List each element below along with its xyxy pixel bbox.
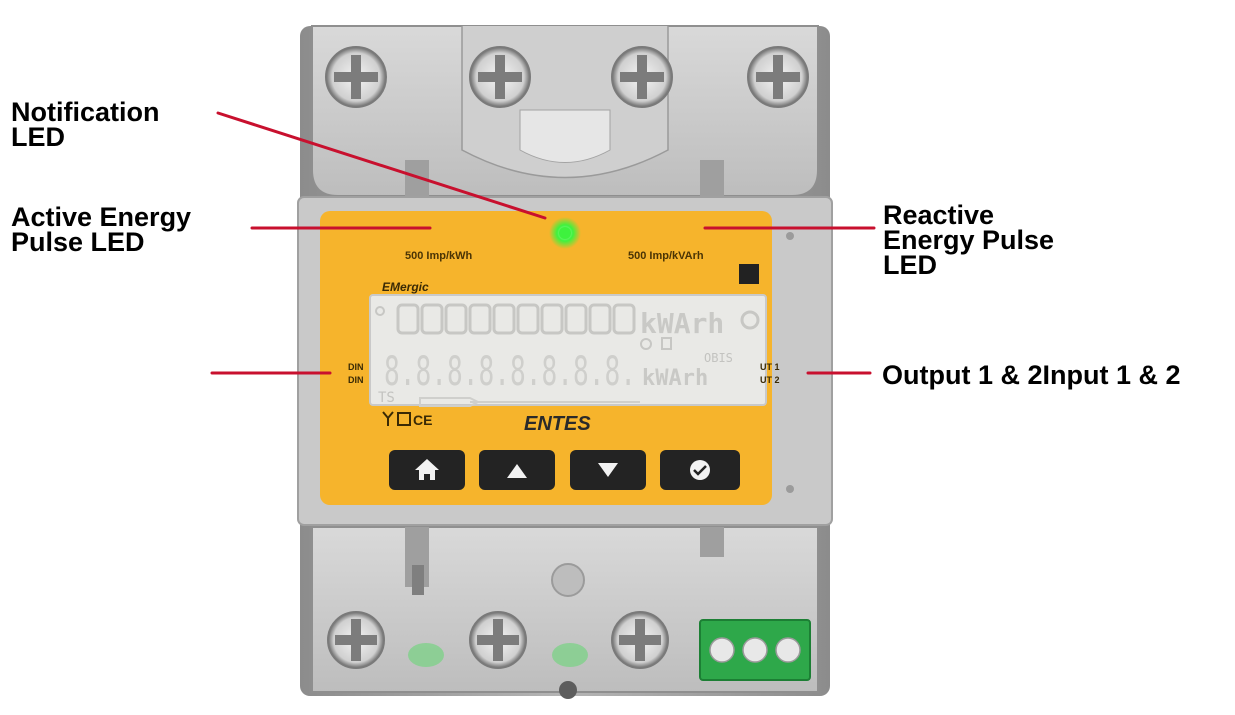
down-button[interactable]: [570, 450, 646, 490]
double-insulation-icon: [397, 412, 411, 426]
arrow-up-icon: [507, 464, 527, 478]
bottom-screw-1: [327, 611, 385, 669]
home-button[interactable]: [389, 450, 465, 490]
output-label-2: UT 2: [760, 375, 780, 385]
reactive-energy-label-line2: Energy Pulse: [883, 225, 1055, 255]
notification-callout-line: [216, 111, 547, 220]
ce-mark: CE: [413, 412, 432, 428]
reactive-energy-label-line1: Reactive: [883, 200, 995, 230]
top-screw-3: [611, 46, 673, 108]
reactive-energy-label-line3: LED: [883, 250, 937, 280]
check-icon: [690, 460, 710, 480]
notification-led: [559, 227, 571, 239]
output-input-label: Output 1 & 2Input 1 & 2: [882, 360, 1181, 390]
bottom-screw-3: [611, 611, 669, 669]
arrow-down-icon: [598, 463, 618, 477]
antenna-icon: [382, 411, 394, 426]
notification-led-label-line1: Notification: [11, 97, 160, 127]
green-wire-slot-1: [408, 643, 588, 667]
lcd-ts: TS: [378, 390, 395, 406]
notification-led-label: Notification LED: [11, 97, 160, 152]
reactive-energy-led: [739, 264, 759, 284]
reactive-energy-rate: 500 Imp/kVArh: [628, 250, 704, 262]
io-terminal-block: [699, 619, 811, 681]
brand-top-label: EMergic: [382, 280, 429, 294]
confirm-button[interactable]: [660, 450, 740, 490]
up-button[interactable]: [479, 450, 555, 490]
lcd-obis: OBIS: [704, 351, 733, 365]
bottom-screw-2: [469, 611, 527, 669]
din-label-2: DIN: [348, 375, 364, 385]
active-energy-pulse-led-label: Active Energy Pulse LED: [11, 202, 192, 257]
home-icon: [415, 459, 439, 480]
callout-lines: [210, 111, 876, 375]
brand-main-logo: ENTES: [524, 413, 591, 435]
lcd-units-bottom: kWArh: [642, 366, 708, 391]
top-terminal-cover: [311, 25, 819, 197]
lcd-display: kWArh 8.8.8.8.8.8.8.8. kWArh OBIS TS: [369, 294, 767, 407]
din-label-1: DIN: [348, 362, 364, 372]
active-energy-label-line1: Active Energy: [11, 202, 192, 232]
lcd-main-digits: 8.8.8.8.8.8.8.8.: [384, 349, 636, 395]
top-screw-2: [469, 46, 531, 108]
output-label-1: UT 1: [760, 362, 780, 372]
notification-led-label-line2: LED: [11, 122, 65, 152]
active-energy-rate: 500 Imp/kWh: [405, 250, 473, 262]
reactive-energy-pulse-led-label: Reactive Energy Pulse LED: [883, 200, 1055, 280]
active-energy-label-line2: Pulse LED: [11, 227, 145, 257]
lcd-units-top: kWArh: [640, 307, 724, 340]
top-screw-1: [325, 46, 387, 108]
top-screw-4: [747, 46, 809, 108]
